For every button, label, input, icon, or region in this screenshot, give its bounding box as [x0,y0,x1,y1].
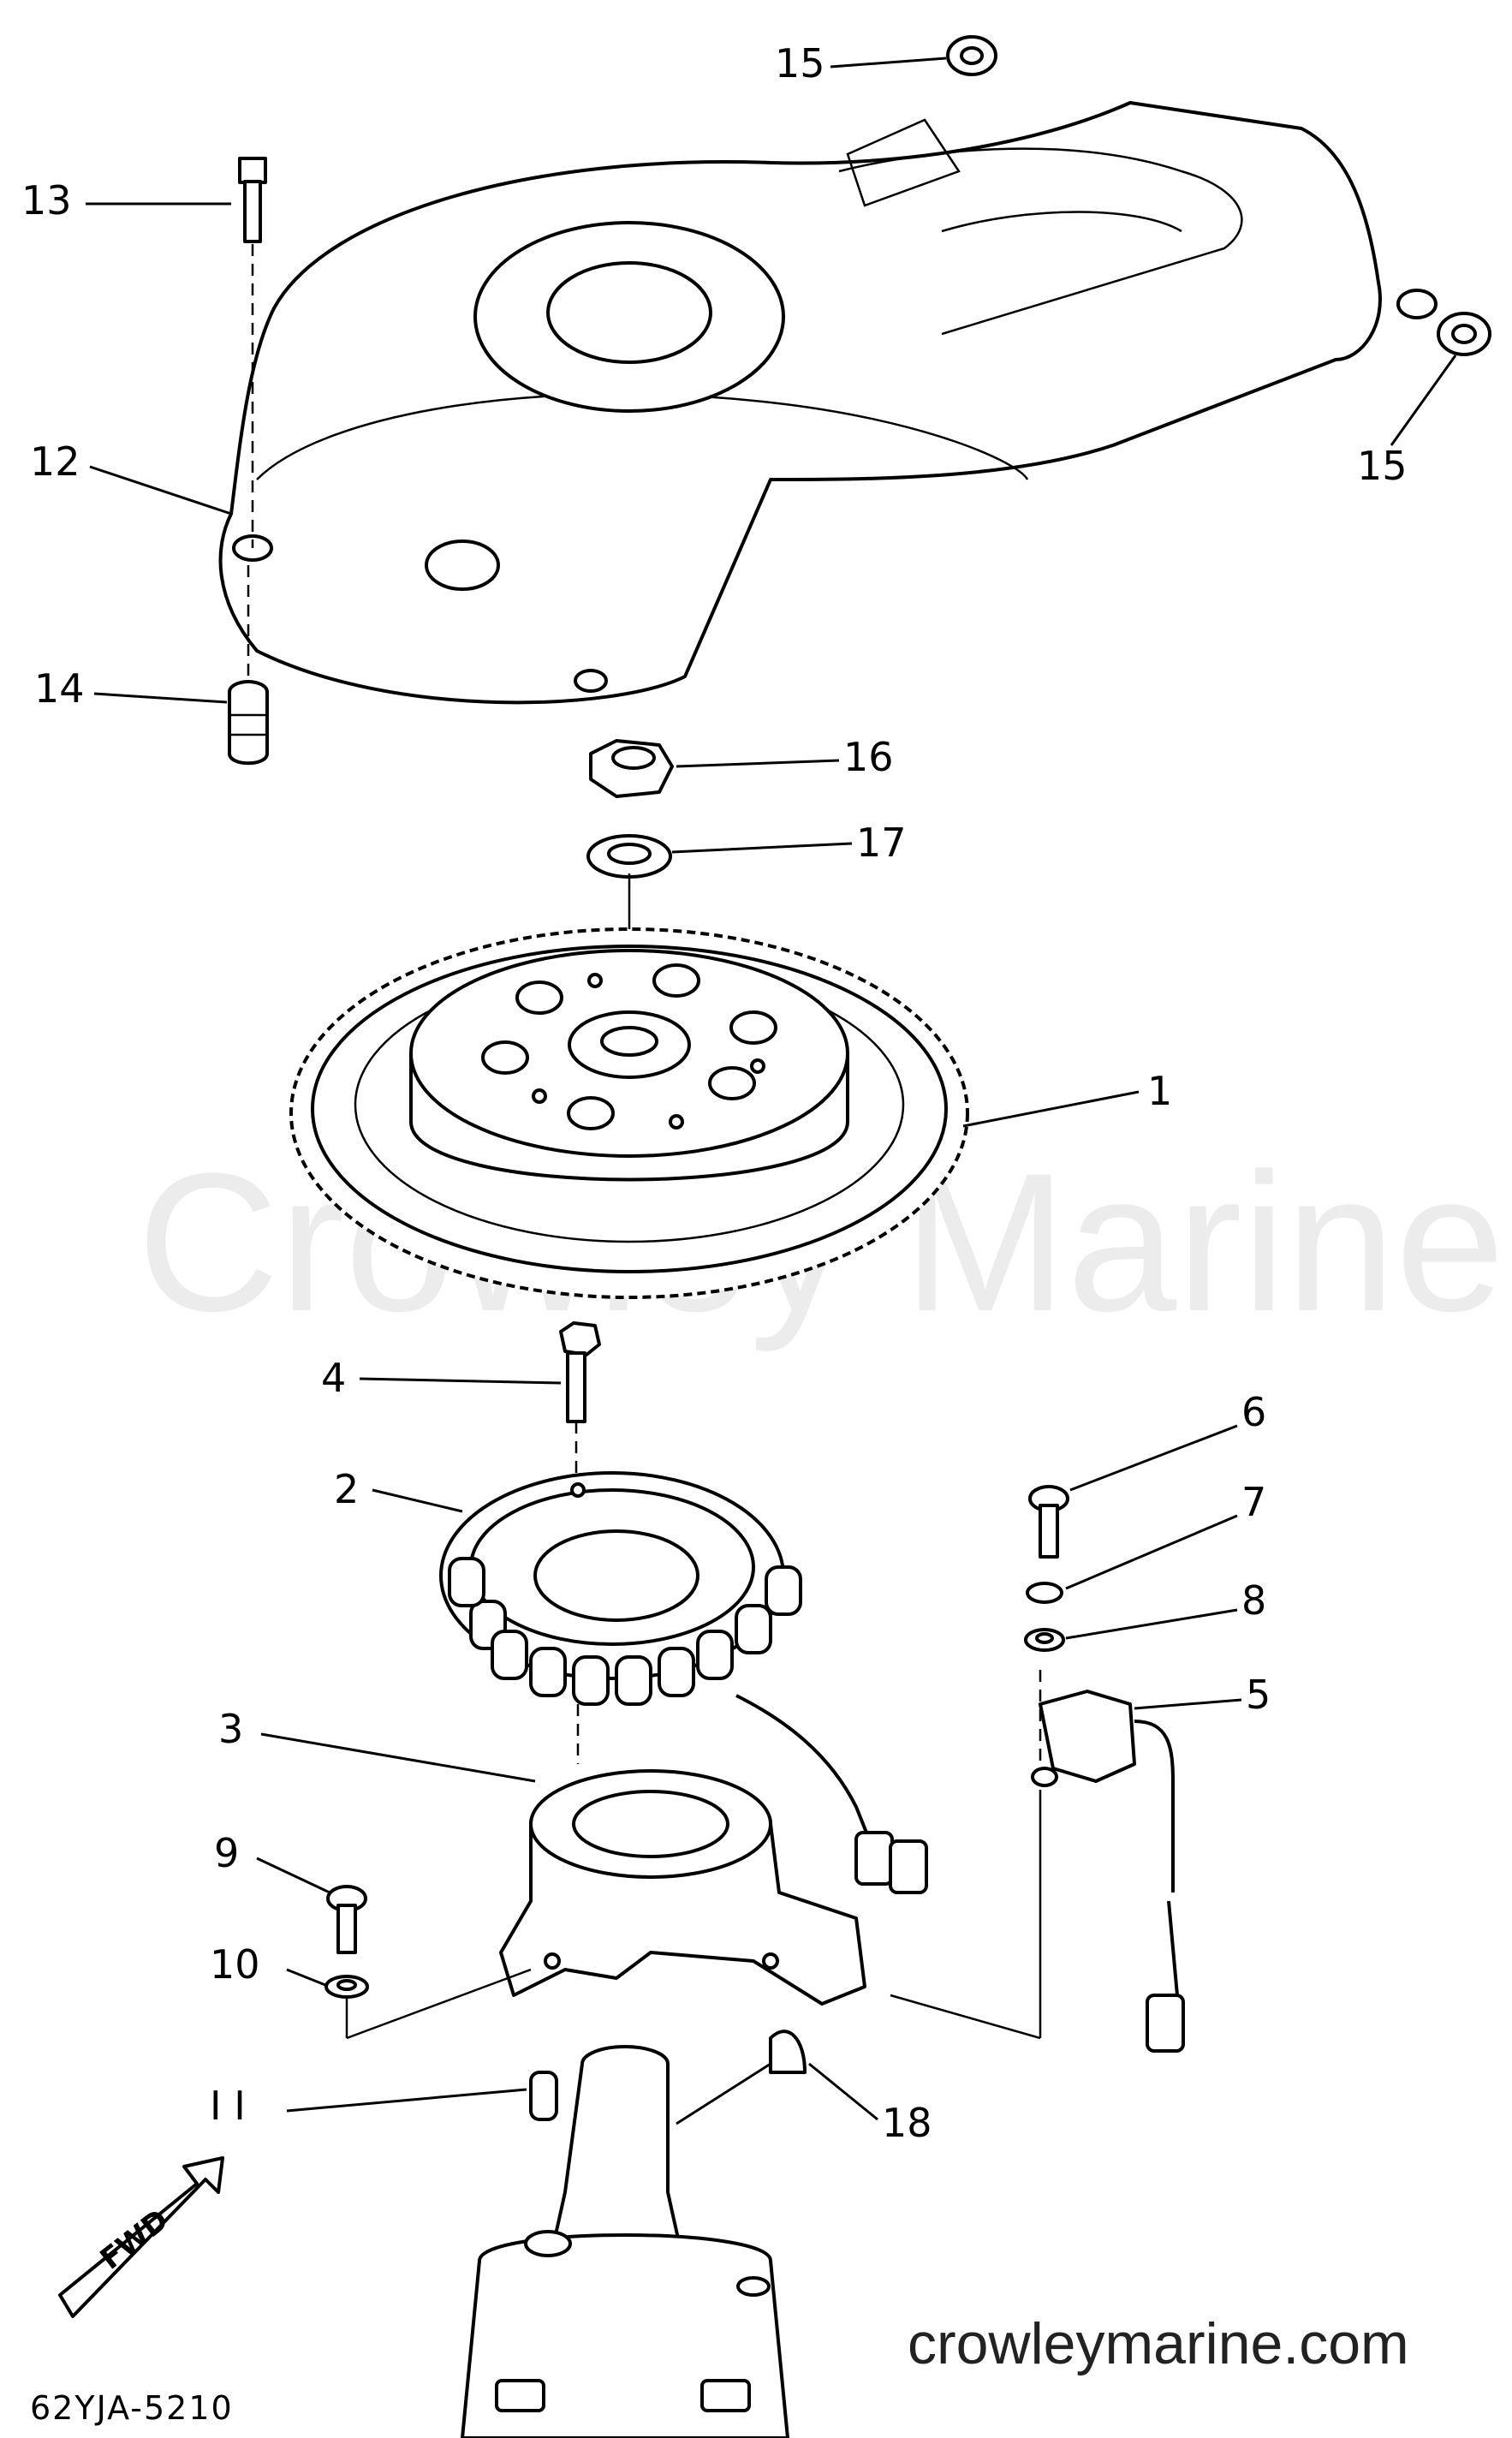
callout-18: 17 [856,820,907,866]
callout-3: 3 [218,1706,243,1752]
fwd-arrow: FWD [58,2156,224,2318]
callout-8: 8 [1241,1577,1266,1624]
drawing-code: 62YJA-5210 [30,2389,234,2427]
callout-15a: 15 [775,40,825,86]
grommet-15b [1437,312,1491,356]
callout-17: 16 [843,734,894,780]
callout-14: 14 [34,665,85,712]
stator-base [499,1769,928,2006]
callout-11: I I [210,2083,246,2129]
callout-5: 5 [1246,1672,1271,1718]
stator [439,1471,875,1851]
callout-13: 13 [21,177,72,224]
nut-17 [589,739,674,798]
grommet-14 [228,680,269,766]
callouts: 15 13 15 12 14 16 17 1 4 6 2 7 8 [21,40,1457,2146]
callout-9: 9 [214,1830,239,1876]
bolt-4 [559,1321,601,1423]
callout-2: 2 [334,1466,359,1512]
screw-6 [1028,1485,1069,1559]
pulser-coil [1031,1690,1185,2053]
callout-6: 6 [1241,1389,1266,1435]
callout-7: 7 [1241,1479,1266,1525]
bolt-13 [238,157,267,243]
site-watermark: crowleymarine.com [908,2311,1409,2376]
flywheel-cover [218,101,1438,705]
washer-10 [324,1975,369,1999]
callout-4: 4 [321,1355,346,1401]
washer-18 [586,834,672,879]
callout-1: 1 [1147,1068,1172,1114]
callout-12: 12 [30,438,80,485]
screw-9 [326,1885,367,1954]
flywheel [289,927,969,1299]
callout-16: 18 [882,2100,932,2146]
callout-15b: 15 [1357,443,1408,489]
spring-washer-7 [1026,1582,1063,1604]
dowel-11 [529,2071,558,2121]
washer-8 [1024,1628,1065,1652]
woodruff-key-16 [769,2030,807,2074]
crankshaft [461,2045,789,2438]
callout-10: 10 [210,1941,260,1988]
grommet-15a [946,35,997,76]
